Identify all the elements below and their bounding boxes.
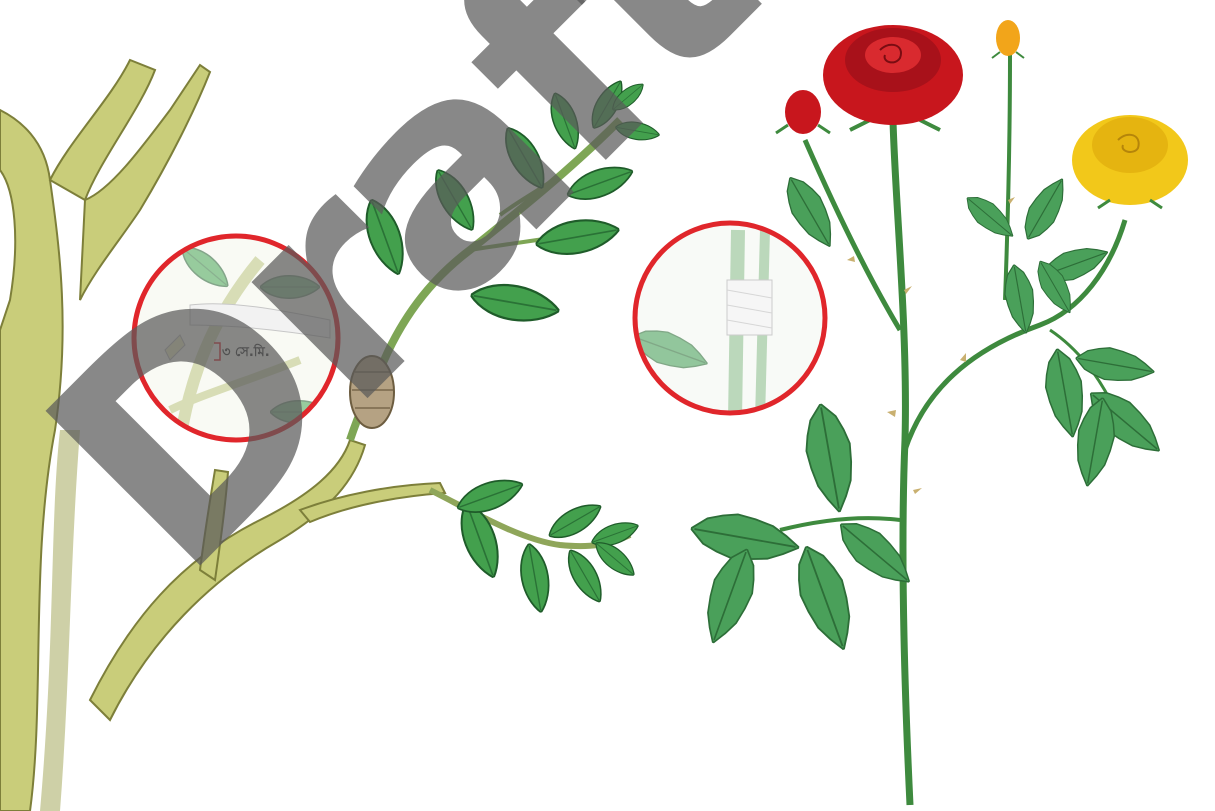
orange-rose-bud: [992, 20, 1024, 58]
red-rose: [823, 25, 963, 130]
red-rose-bud: [776, 90, 830, 134]
inset-circle-right: [627, 220, 830, 420]
rose-plant: [687, 20, 1188, 805]
yellow-rose: [1072, 115, 1188, 208]
lower-twig: [430, 472, 642, 615]
